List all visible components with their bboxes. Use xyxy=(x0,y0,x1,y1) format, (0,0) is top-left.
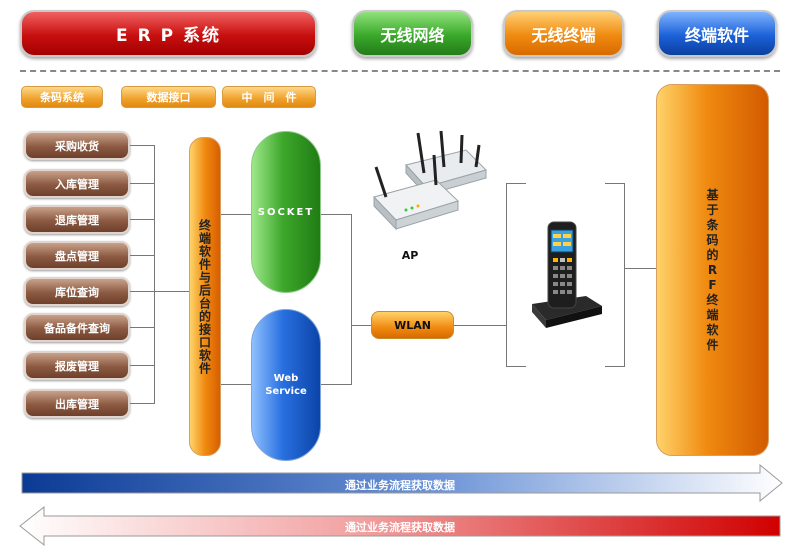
connector-line xyxy=(506,366,526,367)
arrow-bottom-label: 通过业务流程获取数据 xyxy=(345,521,455,534)
connector-line xyxy=(605,366,625,367)
connector-line xyxy=(351,214,352,385)
erp-system-header: E R P 系统 xyxy=(20,10,317,57)
terminal-software-header: 终端软件 xyxy=(657,10,777,57)
arrow-left-flow xyxy=(19,505,781,547)
connector-line xyxy=(221,214,252,215)
connector-line xyxy=(130,145,154,146)
connector-line xyxy=(130,255,154,256)
connector-line xyxy=(351,325,371,326)
access-point-icon xyxy=(373,130,487,231)
connector-line xyxy=(506,183,507,366)
module-purchase-receiving: 采购收货 xyxy=(24,131,130,160)
arrow-top-label: 通过业务流程获取数据 xyxy=(345,479,455,492)
connector-line xyxy=(624,183,625,367)
module-inbound: 入库管理 xyxy=(24,169,130,198)
module-scrap: 报废管理 xyxy=(24,351,130,380)
module-inventory: 盘点管理 xyxy=(24,241,130,270)
connector-line xyxy=(221,384,252,385)
wireless-network-header: 无线网络 xyxy=(352,10,473,57)
connector-line xyxy=(154,145,155,404)
socket-capsule: SOCKET xyxy=(251,131,321,293)
connector-line xyxy=(605,183,625,184)
connector-line xyxy=(130,291,154,292)
connector-line xyxy=(321,214,351,215)
connector-line xyxy=(454,325,506,326)
module-outbound: 出库管理 xyxy=(24,389,130,418)
webservice-capsule: Web Service xyxy=(251,309,321,461)
connector-line xyxy=(624,268,657,269)
ap-label: AP xyxy=(401,249,419,262)
interface-software-bar: 终端软件与后台的接口软件 xyxy=(189,137,221,456)
wireless-terminal-header: 无线终端 xyxy=(503,10,624,57)
connector-line xyxy=(130,219,154,220)
dashed-divider xyxy=(20,70,780,72)
handheld-terminal-icon xyxy=(532,221,602,328)
connector-line xyxy=(506,183,526,184)
rf-software-bar: 基于条码的RF终端软件 xyxy=(656,84,769,456)
tag-barcode-system: 条码系统 xyxy=(21,86,103,108)
connector-line xyxy=(130,403,154,404)
tag-middleware: 中 间 件 xyxy=(222,86,316,108)
tag-data-interface: 数据接口 xyxy=(121,86,216,108)
wlan-pill: WLAN xyxy=(371,311,454,339)
interface-software-label: 终端软件与后台的接口软件 xyxy=(197,218,212,375)
connector-line xyxy=(321,384,351,385)
rf-software-label: 基于条码的RF终端软件 xyxy=(706,187,719,352)
connector-line xyxy=(154,291,190,292)
module-return: 退库管理 xyxy=(24,205,130,234)
module-location-query: 库位查询 xyxy=(24,277,130,306)
connector-line xyxy=(130,327,154,328)
module-spare-parts-query: 备品备件查询 xyxy=(24,313,130,342)
connector-line xyxy=(130,365,154,366)
arrow-right-flow xyxy=(21,463,783,503)
connector-line xyxy=(130,183,154,184)
